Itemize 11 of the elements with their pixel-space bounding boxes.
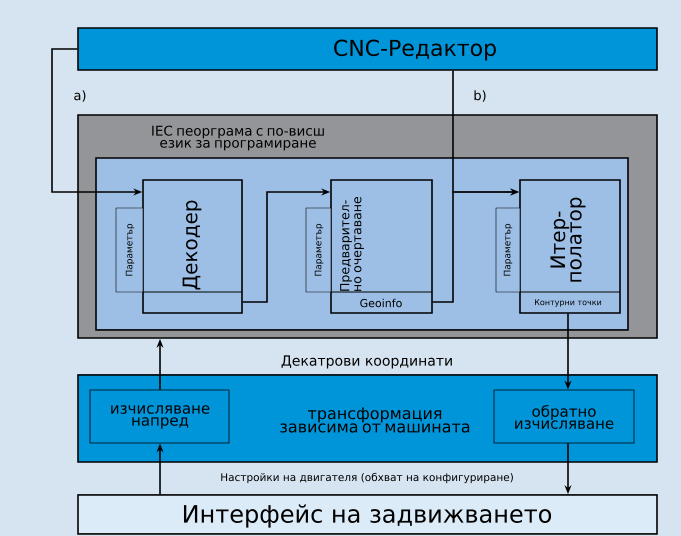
editor-box: CNC-Редактор: [77, 27, 658, 71]
calculation-box: изчисляване напред: [90, 390, 230, 444]
diagram-label: b): [474, 90, 486, 102]
parameter-box: Параметър: [496, 208, 520, 292]
parameter-box: Параметър: [116, 208, 144, 292]
axis-caption: Настройки на двигателя (обхват на конфигуриране): [221, 472, 513, 484]
diagram-label: a): [74, 90, 86, 102]
calculation-box: обратно изчисляване: [494, 390, 634, 444]
parameter-box: Параметър: [306, 208, 332, 292]
interface-box: Интерфейс на задвижването: [77, 494, 658, 535]
axis-caption: Декатрови координати: [282, 355, 452, 369]
